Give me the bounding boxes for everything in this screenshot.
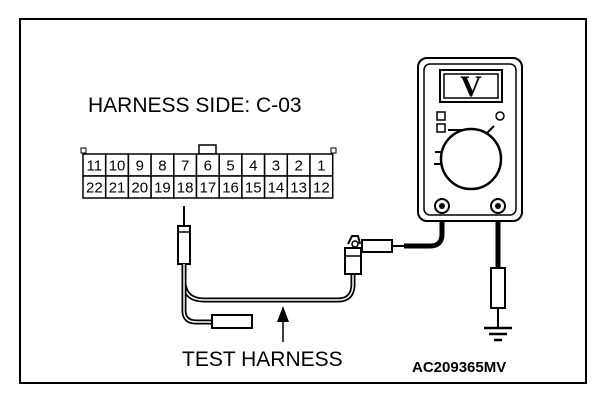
connector-pin-10: 10 <box>109 158 126 175</box>
connector-pin-2: 2 <box>294 158 302 175</box>
connector-pin-20: 20 <box>131 180 148 197</box>
multimeter-display-value: V <box>460 70 482 103</box>
connector-pin-9: 9 <box>136 158 144 175</box>
connector-pin-cell <box>309 175 334 199</box>
back-probe <box>177 206 191 265</box>
connector-pin-6: 6 <box>204 158 212 175</box>
connector-pin-13: 13 <box>290 180 307 197</box>
alligator-clip <box>344 235 404 275</box>
connector-latch <box>198 144 217 155</box>
connector-title: HARNESS SIDE: C-03 <box>88 94 302 117</box>
connector-pin-14: 14 <box>268 180 285 197</box>
connector-pin-4: 4 <box>249 158 257 175</box>
connector-left-tab <box>80 147 87 154</box>
figure-frame <box>19 18 587 384</box>
connector-pin-15: 15 <box>245 180 262 197</box>
multimeter: V <box>417 57 523 222</box>
connector-pin-17: 17 <box>200 180 217 197</box>
connector-pin-7: 7 <box>181 158 189 175</box>
connector-pin-22: 22 <box>86 180 103 197</box>
test-harness-wire-inner <box>183 264 354 301</box>
ground-symbol <box>484 326 512 342</box>
test-harness-arrow <box>277 306 289 342</box>
connector-pin-1: 1 <box>317 158 325 175</box>
connector-pin-12: 12 <box>313 180 330 197</box>
test-harness-label: TEST HARNESS <box>182 348 343 371</box>
meter-positive-lead <box>404 210 445 249</box>
harness-open-lead-terminal <box>211 314 253 329</box>
test-harness-wire <box>181 264 356 303</box>
connector-pin-8: 8 <box>158 158 166 175</box>
figure-code: AC209365MV <box>412 359 506 376</box>
connector-pin-18: 18 <box>177 180 194 197</box>
meter-negative-lead <box>490 210 506 328</box>
multimeter-display <box>439 69 503 103</box>
connector-pin-16: 16 <box>222 180 239 197</box>
connector-pin-5: 5 <box>226 158 234 175</box>
rotary-selector-dial[interactable] <box>439 127 503 191</box>
connector-pin-3: 3 <box>272 158 280 175</box>
connector-right-tab <box>330 147 337 154</box>
connector-pin-11: 11 <box>87 158 103 175</box>
connector-pin-21: 21 <box>109 180 126 197</box>
connector-pin-19: 19 <box>154 180 171 197</box>
